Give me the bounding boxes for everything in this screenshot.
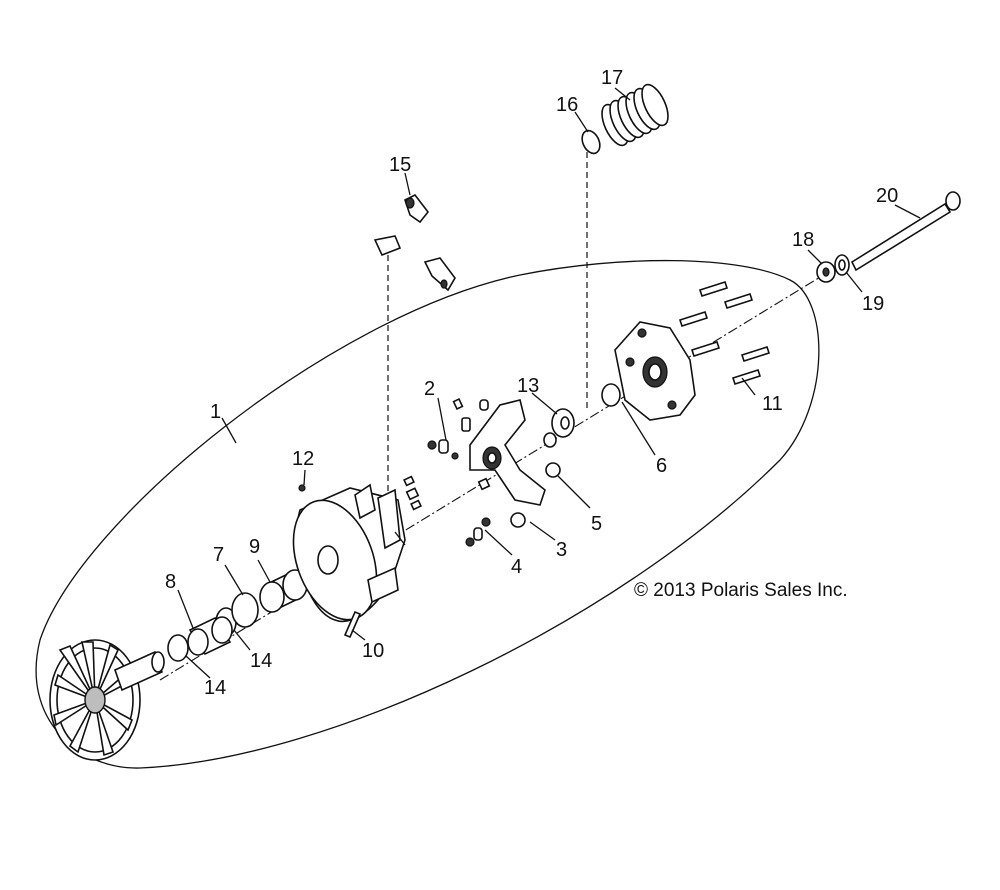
callout-8: 8 [165, 571, 176, 593]
roller-small-part [403, 475, 422, 511]
callout-10: 10 [362, 640, 384, 662]
nut-part [816, 261, 836, 283]
cover-part [614, 321, 696, 421]
spider-part [469, 399, 546, 528]
callout-14-upper: 14 [250, 650, 272, 672]
callout-1: 1 [210, 401, 221, 423]
copyright-notice: © 2013 Polaris Sales Inc. [634, 580, 848, 601]
callout-5: 5 [591, 513, 602, 535]
pin-part [343, 610, 362, 639]
washer-part [551, 408, 575, 438]
assembly-boundary [35, 259, 820, 769]
fan-sheave-part [49, 639, 165, 761]
flat-washer-part [834, 254, 850, 276]
callout-6: 6 [656, 455, 667, 477]
callout-16: 16 [556, 94, 578, 116]
callout-4: 4 [511, 556, 522, 578]
callout-20: 20 [876, 185, 898, 207]
callout-9: 9 [249, 536, 260, 558]
callout-3: 3 [556, 539, 567, 561]
roller-part [427, 398, 491, 491]
callout-19: 19 [862, 293, 884, 315]
ball-part [298, 484, 306, 492]
callout-15: 15 [389, 154, 411, 176]
ball-bearing-part [545, 462, 561, 478]
callout-12: 12 [292, 448, 314, 470]
leader-lines [177, 87, 921, 679]
ring-part [231, 592, 259, 628]
roller-arm-part [373, 193, 456, 292]
callout-18: 18 [792, 229, 814, 251]
long-bolt-part [850, 191, 961, 272]
bushing-part [187, 616, 233, 656]
spacer-ring-part [601, 383, 621, 407]
callout-17: 17 [601, 67, 623, 89]
callout-labels: 1 2 3 4 5 6 7 8 9 10 11 12 13 14 14 15 1… [165, 67, 898, 699]
spring-part [601, 83, 669, 147]
retaining-ring-part [581, 129, 601, 155]
bushing-small-part [465, 517, 491, 547]
callout-7: 7 [213, 544, 224, 566]
bolt-part [678, 280, 771, 386]
moveable-sheave-part [292, 483, 406, 623]
small-ring-part [543, 432, 557, 448]
callout-11: 11 [762, 393, 783, 415]
callout-14-lower: 14 [204, 677, 226, 699]
callout-13: 13 [517, 375, 539, 397]
callout-2: 2 [424, 378, 435, 400]
